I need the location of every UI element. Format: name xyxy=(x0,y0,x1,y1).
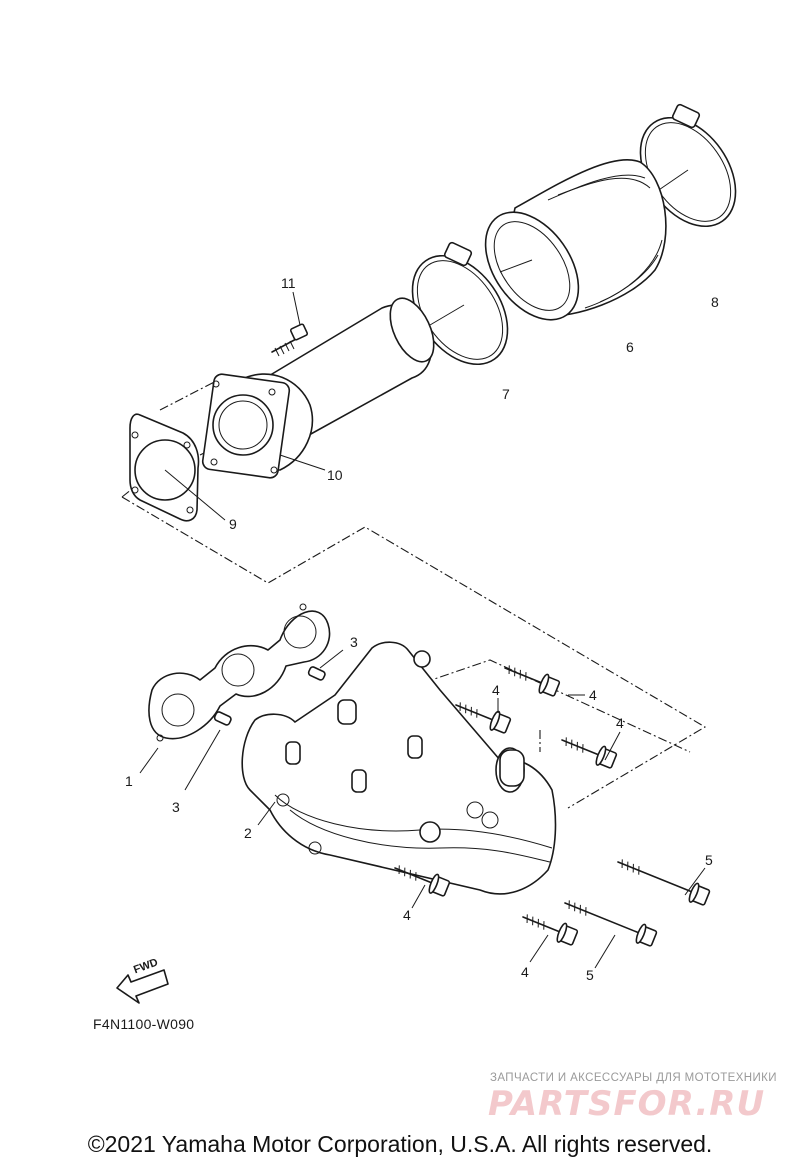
callout-2: 2 xyxy=(244,825,252,841)
pipe-gasket xyxy=(129,413,226,522)
callout-10: 10 xyxy=(327,467,343,483)
forward-arrow-icon xyxy=(116,969,169,1004)
callout-3-lower: 3 xyxy=(172,799,180,815)
callout-4-right: 4 xyxy=(616,715,624,731)
callout-9: 9 xyxy=(229,516,237,532)
callout-7: 7 xyxy=(502,386,510,402)
flange-bolt-small xyxy=(271,291,309,357)
manifold-bolts-long xyxy=(564,859,711,969)
callout-8: 8 xyxy=(711,294,719,310)
callout-3-upper: 3 xyxy=(350,634,358,650)
callout-4-lower-left: 4 xyxy=(403,907,411,923)
callout-4-upper-left: 4 xyxy=(492,682,500,698)
joint-hose xyxy=(484,159,667,321)
callout-1: 1 xyxy=(125,773,133,789)
figure-code: F4N1100-W090 xyxy=(93,1016,195,1032)
exhaust-manifold xyxy=(241,641,557,895)
callout-5-right: 5 xyxy=(705,852,713,868)
callout-4-upper-right: 4 xyxy=(589,687,597,703)
exhaust-pipe xyxy=(201,297,435,479)
copyright-notice: ©2021 Yamaha Motor Corporation, U.S.A. A… xyxy=(87,1131,713,1157)
manifold-bolts-short xyxy=(394,665,621,963)
manifold-gasket xyxy=(139,603,331,774)
dowel-pins xyxy=(184,649,344,791)
callout-11: 11 xyxy=(281,275,296,291)
hose-clamp-rear xyxy=(639,103,737,228)
callout-4-lower: 4 xyxy=(521,964,529,980)
callout-5-lower: 5 xyxy=(586,967,594,983)
callout-6: 6 xyxy=(626,339,634,355)
watermark-tagline: ЗАПЧАСТИ И АКСЕССУАРЫ ДЛЯ МОТОТЕХНИКИ xyxy=(490,1072,777,1084)
watermark-logo: PARTSFOR.RU xyxy=(488,1084,766,1124)
